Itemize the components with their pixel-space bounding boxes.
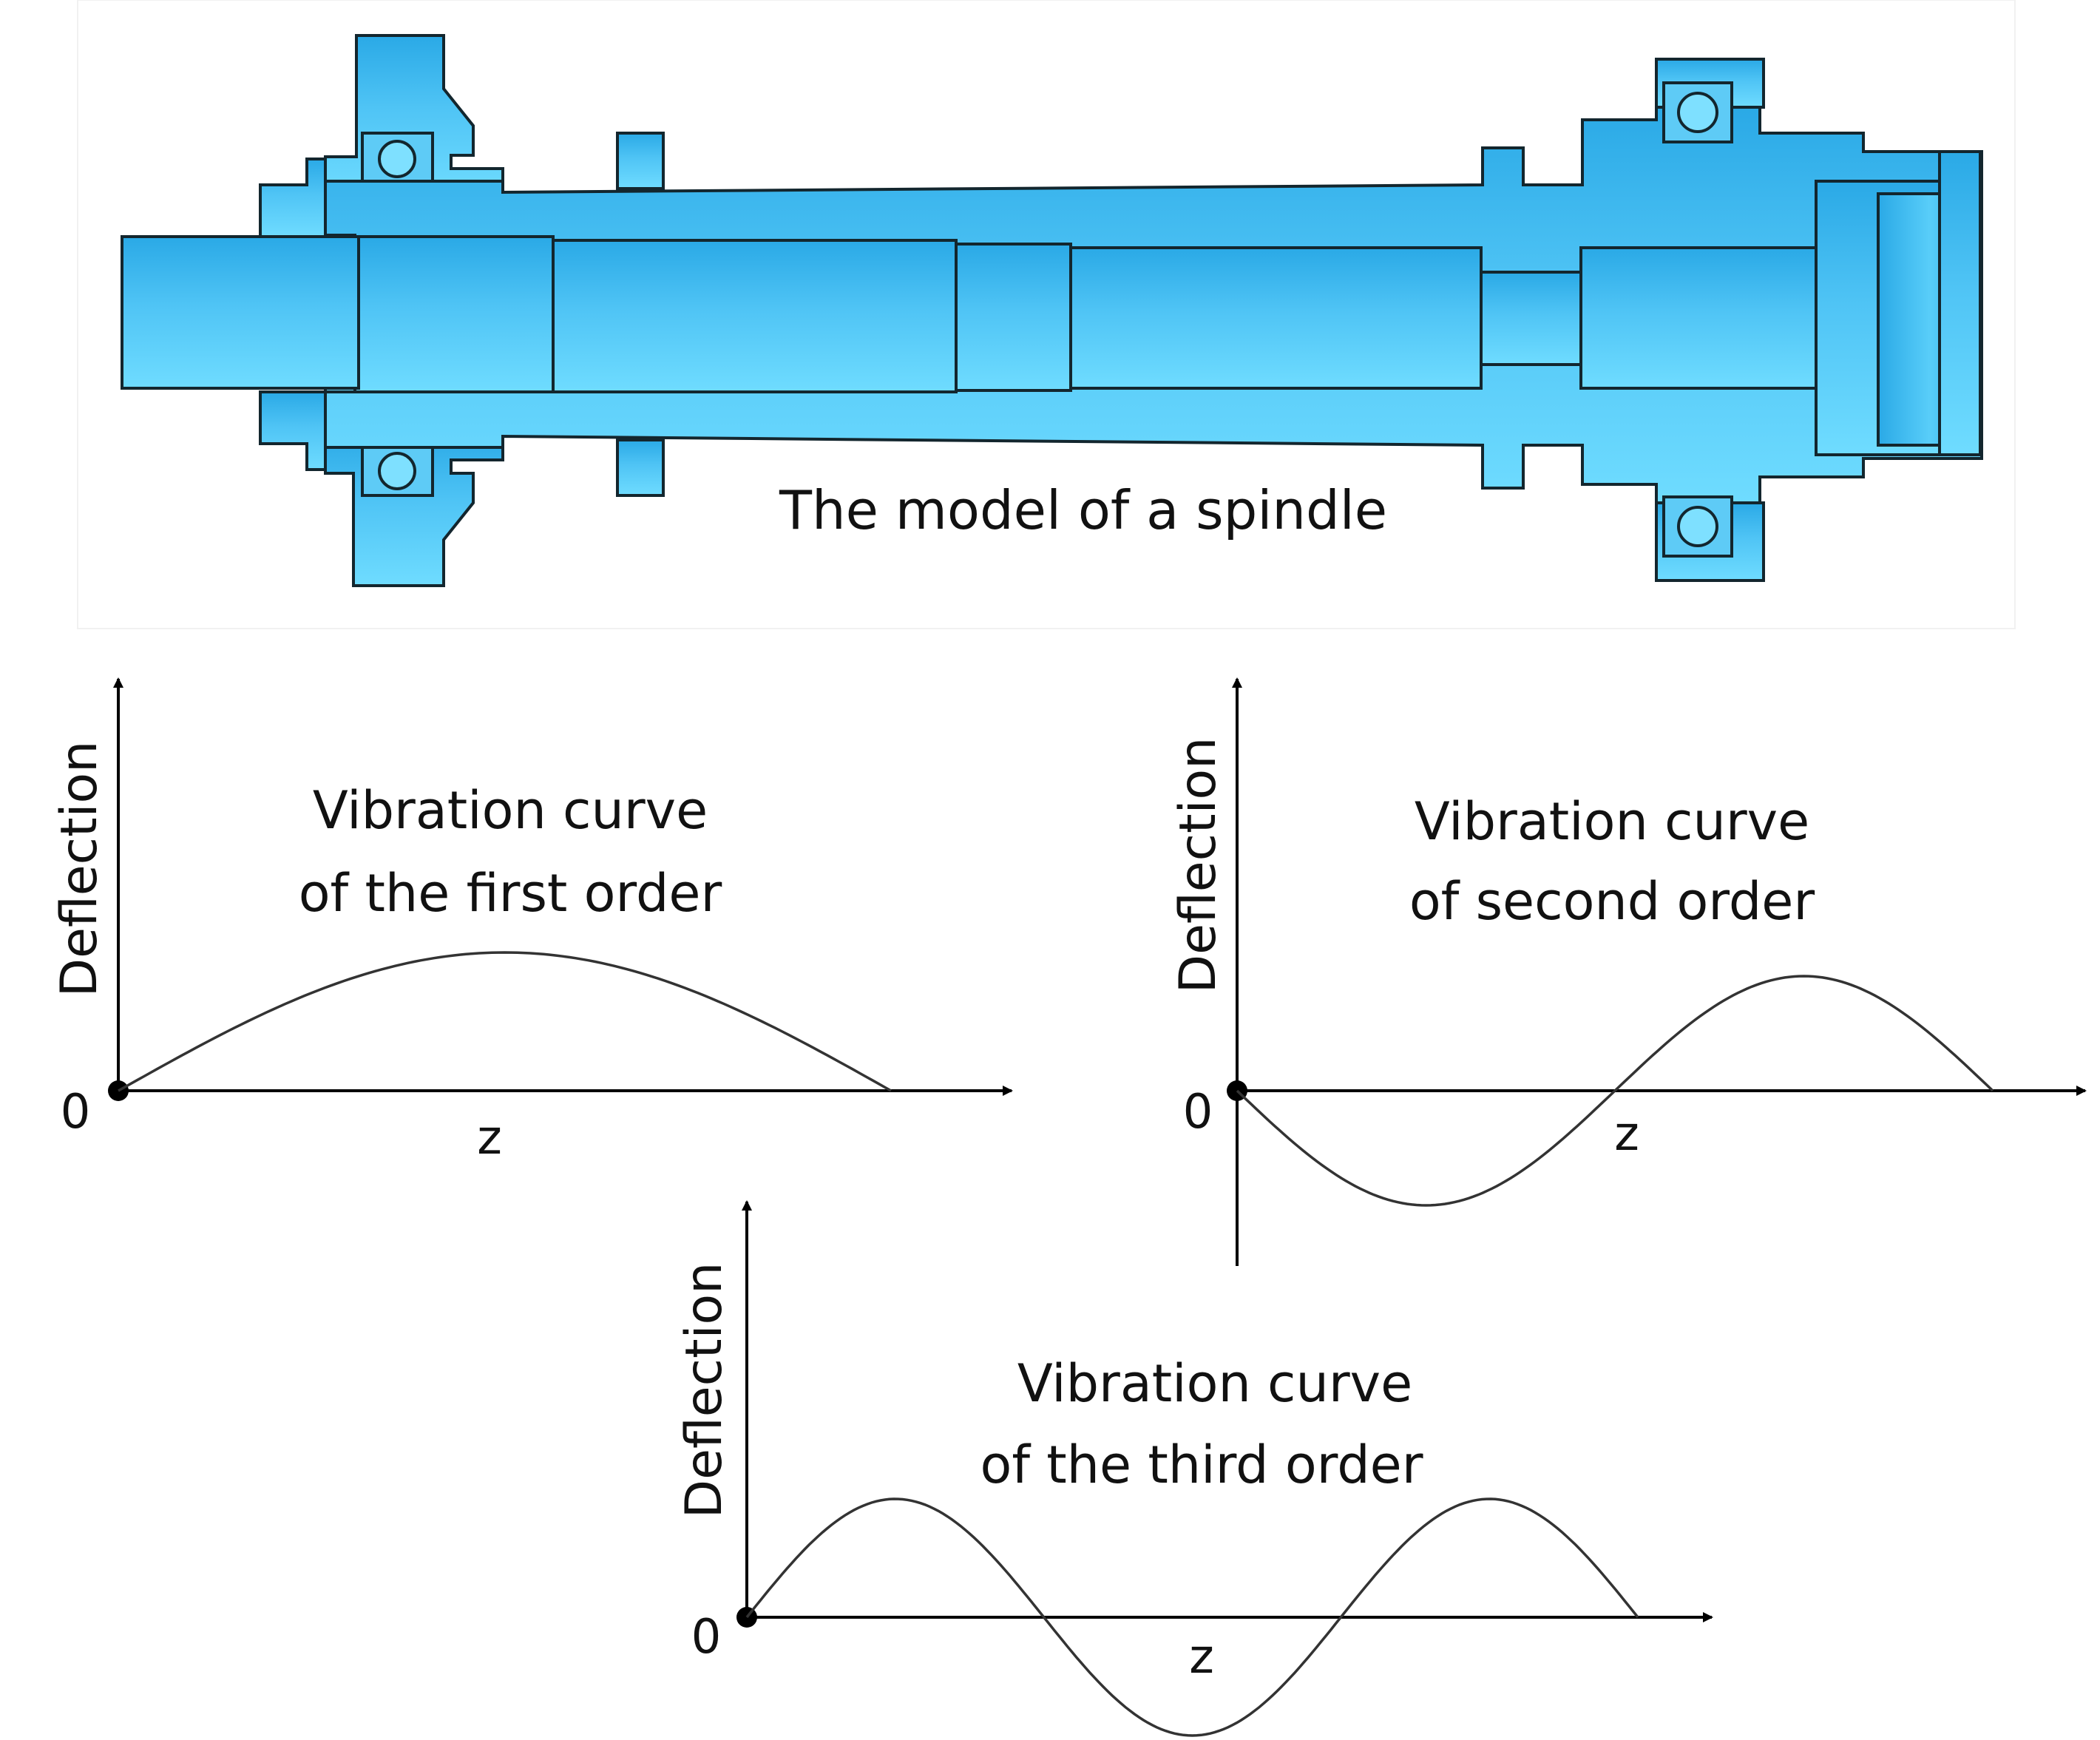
second-title-line2: of second order (1409, 871, 1815, 932)
first-origin-label: 0 (61, 1085, 91, 1140)
second-mode-curve (1236, 975, 1994, 1207)
gear-hub-lower (616, 439, 665, 497)
second-y-label: Deflection (1169, 737, 1227, 994)
left-lower-bearing-ball (378, 452, 416, 490)
right-upper-bearing-ball (1677, 92, 1718, 133)
first-x-label: z (477, 1111, 502, 1165)
shaft-segment-3 (552, 239, 958, 393)
right-lower-bearing-ball (1677, 506, 1718, 547)
second-x-label: z (1614, 1107, 1639, 1162)
first-title-line1: Vibration curve (313, 780, 708, 841)
shaft-input-end (121, 235, 360, 390)
left-upper-bearing-ball (378, 140, 416, 178)
third-title-line2: of the third order (980, 1435, 1423, 1495)
third-origin-label: 0 (691, 1610, 722, 1665)
second-title-line1: Vibration curve (1415, 791, 1809, 852)
shaft-segment-5 (1069, 246, 1483, 390)
mode-plot-second: 0 z Deflection Vibration curve of second… (1169, 677, 2087, 1266)
shaft-neck (1480, 271, 1582, 366)
mode-plot-third: 0 z Deflection Vibration curve of the th… (675, 1200, 1713, 1737)
third-mode-curve (745, 1497, 1639, 1737)
third-title-line1: Vibration curve (1017, 1353, 1412, 1414)
gear-hub-upper (616, 132, 665, 190)
second-origin-label: 0 (1183, 1085, 1213, 1140)
third-y-label: Deflection (675, 1262, 734, 1519)
mode-plot-first: 0 z Deflection Vibration curve of the fi… (50, 677, 1013, 1165)
first-mode-curve (118, 951, 892, 1092)
first-y-label: Deflection (50, 741, 109, 998)
shaft-segment-4 (955, 243, 1072, 392)
third-x-label: z (1189, 1630, 1214, 1685)
spindle-model: The model of a spindle (77, 0, 2016, 629)
shaft-segment-2 (353, 235, 555, 393)
shaft-segment-6 (1579, 246, 1818, 390)
first-title-line2: of the first order (299, 863, 722, 924)
spindle-caption: The model of a spindle (779, 479, 1387, 541)
spindle-nose-face (1938, 150, 1982, 456)
